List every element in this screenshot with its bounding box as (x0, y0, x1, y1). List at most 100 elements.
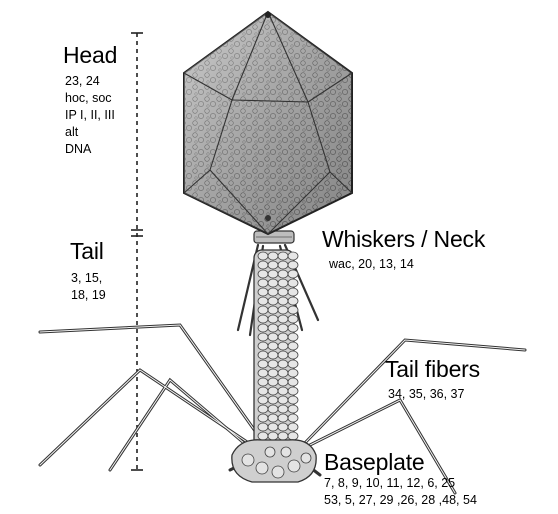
sheath-subunit (257, 323, 269, 333)
sheath-subunit (277, 413, 289, 423)
sheath-subunit (277, 296, 289, 306)
whiskers-neck-title: Whiskers / Neck (322, 226, 486, 252)
sheath-subunit (277, 305, 289, 315)
sheath-subunit (287, 422, 299, 432)
sheath-subunit (257, 287, 269, 297)
sheath-subunit (257, 305, 269, 315)
sheath-subunit (267, 368, 279, 378)
sheath-subunit (287, 368, 299, 378)
sheath-subunit (267, 296, 279, 306)
gene-line: 53, 5, 27, 29 ,26, 28 ,48, 54 (324, 493, 477, 507)
neck-collar (253, 230, 295, 244)
gene-line: 7, 8, 9, 10, 11, 12, 6, 25 (324, 476, 456, 490)
dashed-scale-bar-icon (131, 32, 143, 471)
sheath-subunit (277, 323, 289, 333)
sheath-subunit (257, 422, 269, 432)
sheath-subunit (287, 350, 299, 360)
sheath-subunit (257, 359, 269, 369)
sheath-subunit (267, 386, 279, 396)
head-genes: 23, 24 hoc, soc IP I, II, III alt DNA (65, 73, 115, 158)
sheath-subunit (287, 332, 299, 342)
sheath-subunit (287, 305, 299, 315)
sheath-subunit (267, 287, 279, 297)
sheath-subunit (257, 368, 269, 378)
sheath-subunit (267, 251, 279, 261)
sheath-subunit (287, 287, 299, 297)
sheath-subunit (267, 350, 279, 360)
sheath-subunit (277, 404, 289, 414)
gene-line: 3, 15, (71, 271, 103, 285)
sheath-subunit (287, 395, 299, 405)
sheath-subunit (267, 341, 279, 351)
sheath-subunit (257, 314, 269, 324)
sheath-subunit (257, 341, 269, 351)
gene-line: DNA (65, 142, 92, 156)
sheath-subunit (267, 359, 279, 369)
sheath-subunit (277, 359, 289, 369)
whiskers-neck-genes: wac, 20, 13, 14 (329, 257, 414, 271)
sheath-subunit (267, 269, 279, 279)
gene-line: 23, 24 (65, 74, 100, 88)
gene-line: IP I, II, III (65, 108, 115, 122)
sheath-subunit (257, 386, 269, 396)
sheath-subunit (277, 377, 289, 387)
sheath-subunit (257, 296, 269, 306)
sheath-subunit (267, 314, 279, 324)
sheath-subunit (257, 377, 269, 387)
sheath-subunit (257, 431, 269, 441)
sheath-subunit (277, 251, 289, 261)
sheath-subunit (287, 359, 299, 369)
tail-genes: 3, 15, 18, 19 (71, 270, 106, 304)
sheath-subunit (287, 386, 299, 396)
sheath-subunit (277, 269, 289, 279)
sheath-subunit (277, 350, 289, 360)
sheath-subunit (287, 431, 299, 441)
sheath-subunit (267, 260, 279, 270)
sheath-subunit (267, 431, 279, 441)
sheath-subunit (277, 368, 289, 378)
sheath-subunit (277, 332, 289, 342)
sheath-subunit (267, 332, 279, 342)
sheath-subunit (277, 341, 289, 351)
sheath-subunit (277, 314, 289, 324)
sheath-subunit (267, 377, 279, 387)
sheath-subunit (257, 395, 269, 405)
sheath-subunit (267, 422, 279, 432)
tail-fibers-title: Tail fibers (385, 356, 480, 382)
sheath-subunit (257, 413, 269, 423)
sheath-subunit (267, 323, 279, 333)
sheath-subunit (287, 323, 299, 333)
sheath-subunit (267, 278, 279, 288)
sheath-subunit (287, 314, 299, 324)
sheath-subunit (267, 305, 279, 315)
sheath-subunit (287, 377, 299, 387)
sheath-subunit (277, 422, 289, 432)
gene-line: 18, 19 (71, 288, 106, 302)
sheath-subunit (257, 404, 269, 414)
sheath-subunit (287, 260, 299, 270)
sheath-subunit (277, 395, 289, 405)
sheath-subunit (287, 269, 299, 279)
head-title: Head (63, 42, 118, 68)
sheath-subunit (287, 251, 299, 261)
capsid-head (183, 10, 353, 236)
sheath-subunit (267, 404, 279, 414)
gene-line: alt (65, 125, 79, 139)
sheath-subunit (277, 278, 289, 288)
sheath-subunit (257, 278, 269, 288)
sheath-subunit (287, 341, 299, 351)
baseplate-genes: 7, 8, 9, 10, 11, 12, 6, 25 53, 5, 27, 29… (324, 475, 477, 509)
sheath-subunit (287, 404, 299, 414)
sheath-subunit (257, 260, 269, 270)
sheath-subunit (287, 278, 299, 288)
baseplate-title: Baseplate (324, 449, 425, 475)
baseplate (231, 439, 317, 483)
tail-fibers-genes: 34, 35, 36, 37 (388, 387, 465, 401)
sheath-subunit (277, 386, 289, 396)
sheath-subunit (257, 269, 269, 279)
sheath-subunit (277, 260, 289, 270)
sheath-subunit (277, 431, 289, 441)
sheath-subunit (257, 332, 269, 342)
